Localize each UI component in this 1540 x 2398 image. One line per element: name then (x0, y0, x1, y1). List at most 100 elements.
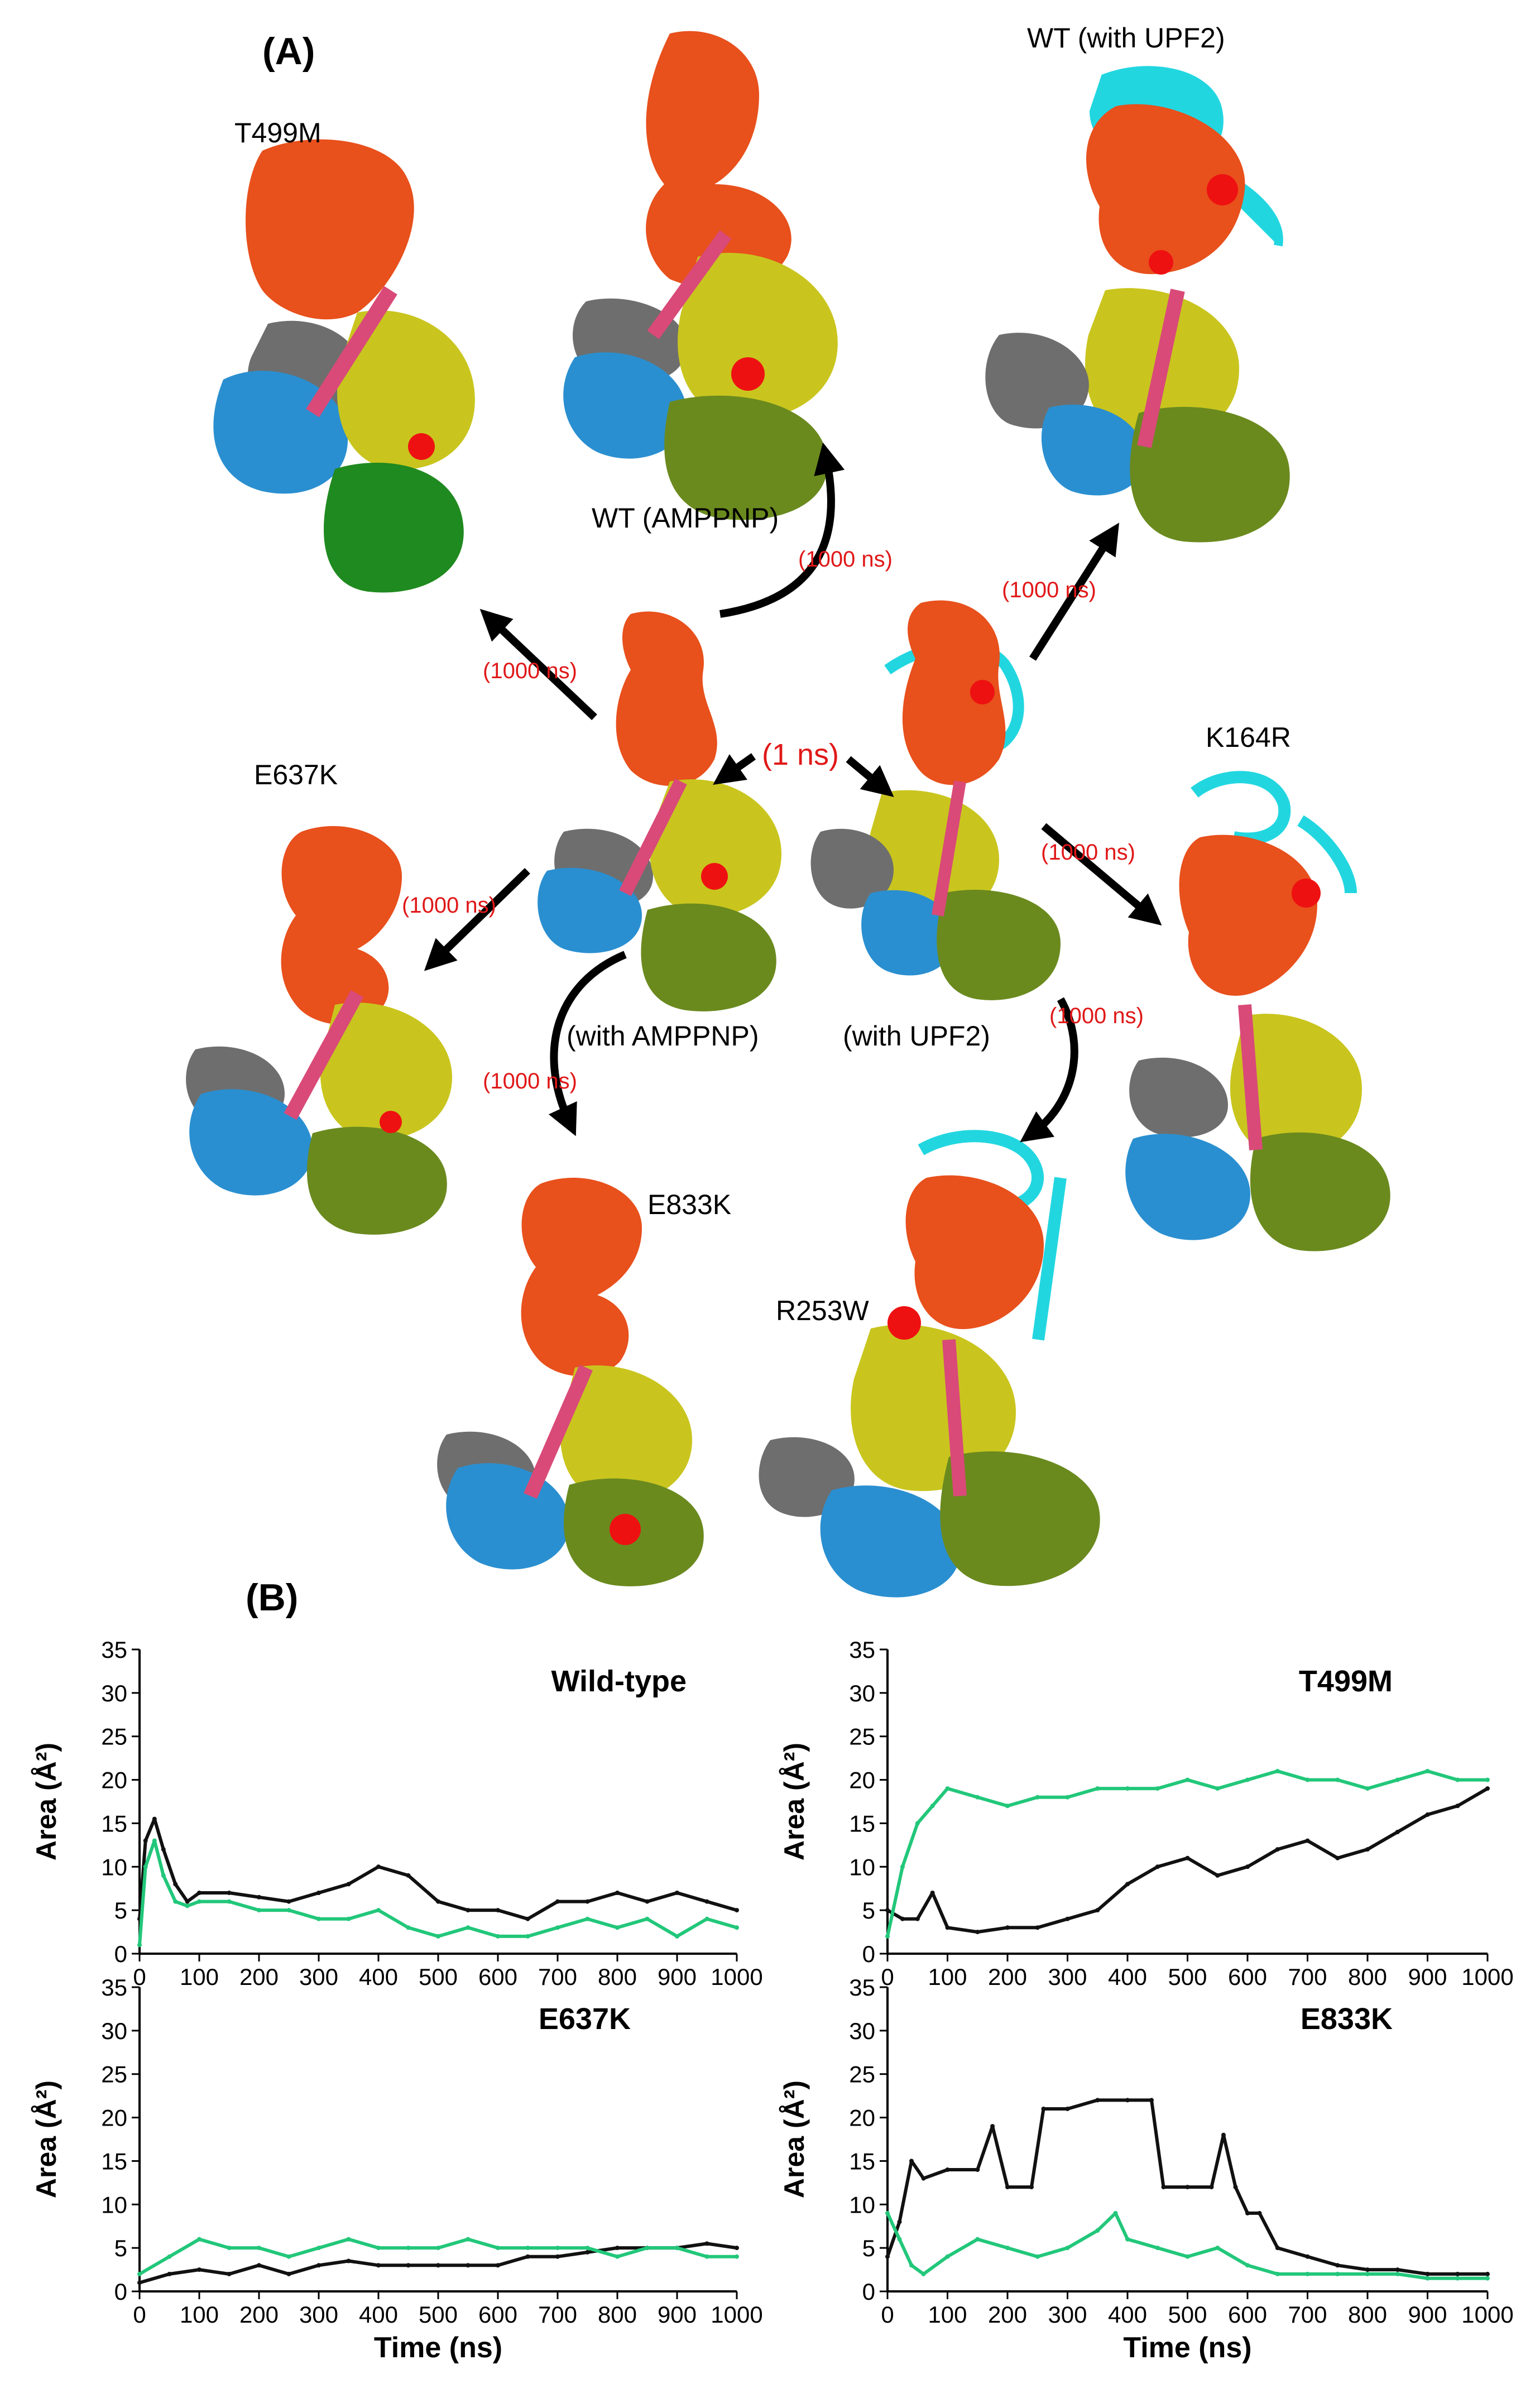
data-point (1065, 1795, 1070, 1800)
chart-title: E833K (1301, 2002, 1393, 2036)
y-tick-label: 10 (849, 2191, 875, 2218)
x-tick-label: 600 (1228, 2301, 1267, 2328)
y-tick-label: 25 (849, 2061, 875, 2088)
data-point (555, 2246, 560, 2251)
domain-yellow (1230, 1014, 1362, 1157)
structure-label-wt-upf2: WT (with UPF2) (1027, 22, 1225, 54)
data-point (1005, 2246, 1010, 2251)
data-point (975, 2237, 980, 2242)
data-point (1305, 1777, 1310, 1782)
data-point (1035, 1925, 1040, 1930)
structure-label-r253w: R253W (776, 1295, 870, 1326)
y-tick-label: 30 (101, 1680, 127, 1706)
data-point (1425, 1812, 1430, 1817)
y-tick-label: 0 (862, 1941, 875, 1967)
duration-t499m: (1000 ns) (483, 659, 577, 683)
x-tick-label: 100 (180, 1964, 219, 1990)
y-tick-label: 15 (101, 1810, 127, 1836)
data-point (1005, 1925, 1010, 1930)
data-point (286, 1899, 291, 1904)
data-point (615, 2246, 620, 2251)
data-point (585, 1899, 590, 1904)
duration-k164r: (1000 ns) (1041, 840, 1135, 865)
domain-gray (810, 828, 894, 909)
domain-blue (446, 1463, 569, 1570)
x-tick-label: 1000 (711, 1964, 762, 1990)
structure-e637k (186, 826, 452, 1235)
data-point (1155, 1786, 1160, 1791)
data-point (675, 1891, 679, 1895)
structure-center-amppnp (538, 611, 781, 1011)
data-point (1005, 1804, 1010, 1809)
data-point (1209, 2185, 1214, 2190)
data-point (1455, 1804, 1460, 1809)
domain-cyan (1191, 771, 1357, 894)
data-point (1335, 1777, 1340, 1782)
data-point (525, 1916, 530, 1921)
data-point (1365, 2267, 1370, 2272)
data-point (975, 1930, 980, 1935)
x-tick-label: 400 (359, 2301, 398, 2328)
data-point (915, 1821, 920, 1826)
series-line-black (138, 1817, 737, 1921)
data-point (945, 2167, 950, 2172)
data-point (161, 1873, 166, 1878)
data-point (525, 2246, 530, 2251)
x-tick-label: 400 (1108, 2301, 1147, 2328)
x-tick-label: 600 (478, 2301, 517, 2328)
data-point (197, 1899, 202, 1904)
data-point (143, 1838, 148, 1843)
data-point (346, 1882, 351, 1887)
structure-label-e833k: E833K (647, 1189, 731, 1220)
data-point (1185, 1777, 1190, 1782)
data-point (173, 1899, 178, 1904)
x-tick-label: 800 (1348, 2301, 1387, 2328)
y-tick-label: 10 (101, 2191, 127, 2218)
arrow-to-k164r (1041, 823, 1162, 926)
data-point (1221, 2132, 1226, 2137)
x-tick-label: 800 (598, 1964, 637, 1990)
data-point (525, 1934, 530, 1939)
data-point (1215, 1873, 1220, 1878)
data-point (1425, 2276, 1430, 2281)
y-axis-label: Area (Å²) (779, 1743, 810, 1860)
helix-pink (284, 990, 364, 1120)
domain-green (324, 462, 464, 593)
domain-gray (1129, 1057, 1228, 1138)
y-tick-label: 0 (862, 2279, 875, 2305)
data-point (152, 1838, 157, 1843)
x-tick-label: 100 (928, 2301, 967, 2328)
arrow-to-r253w (1020, 997, 1078, 1143)
y-tick-label: 0 (114, 1941, 127, 1967)
domain-orange (1086, 104, 1245, 275)
data-point (1395, 1777, 1400, 1782)
x-tick-label: 300 (1048, 2301, 1087, 2328)
structure-label-with-amppnp: (with AMPPNP) (567, 1020, 759, 1052)
data-point (1485, 2271, 1490, 2276)
x-tick-label: 900 (658, 2301, 697, 2328)
data-point (945, 1786, 950, 1791)
data-point (496, 2263, 500, 2268)
data-point (975, 2167, 980, 2172)
data-point (1275, 2271, 1280, 2276)
data-point (1395, 2267, 1400, 2272)
data-point (1125, 2237, 1130, 2242)
data-point (227, 2246, 232, 2251)
data-point (645, 1916, 650, 1921)
y-tick-label: 10 (849, 1854, 875, 1880)
data-point (1149, 2098, 1154, 2103)
y-tick-label: 20 (101, 1767, 127, 1793)
data-point (704, 1916, 709, 1921)
duration-center: (1 ns) (762, 738, 839, 771)
data-point (496, 1934, 500, 1939)
ligand-red (701, 863, 728, 890)
helix-pink (524, 1364, 593, 1499)
data-point (152, 1816, 157, 1821)
domain-gray (985, 333, 1089, 429)
x-tick-label: 700 (1288, 1964, 1327, 1990)
arrow-to-e637k (424, 867, 530, 971)
domain-yellow (337, 310, 475, 470)
data-point (921, 2176, 926, 2181)
y-tick-label: 15 (101, 2148, 127, 2174)
duration-wt-upf2: (1000 ns) (1002, 578, 1096, 602)
